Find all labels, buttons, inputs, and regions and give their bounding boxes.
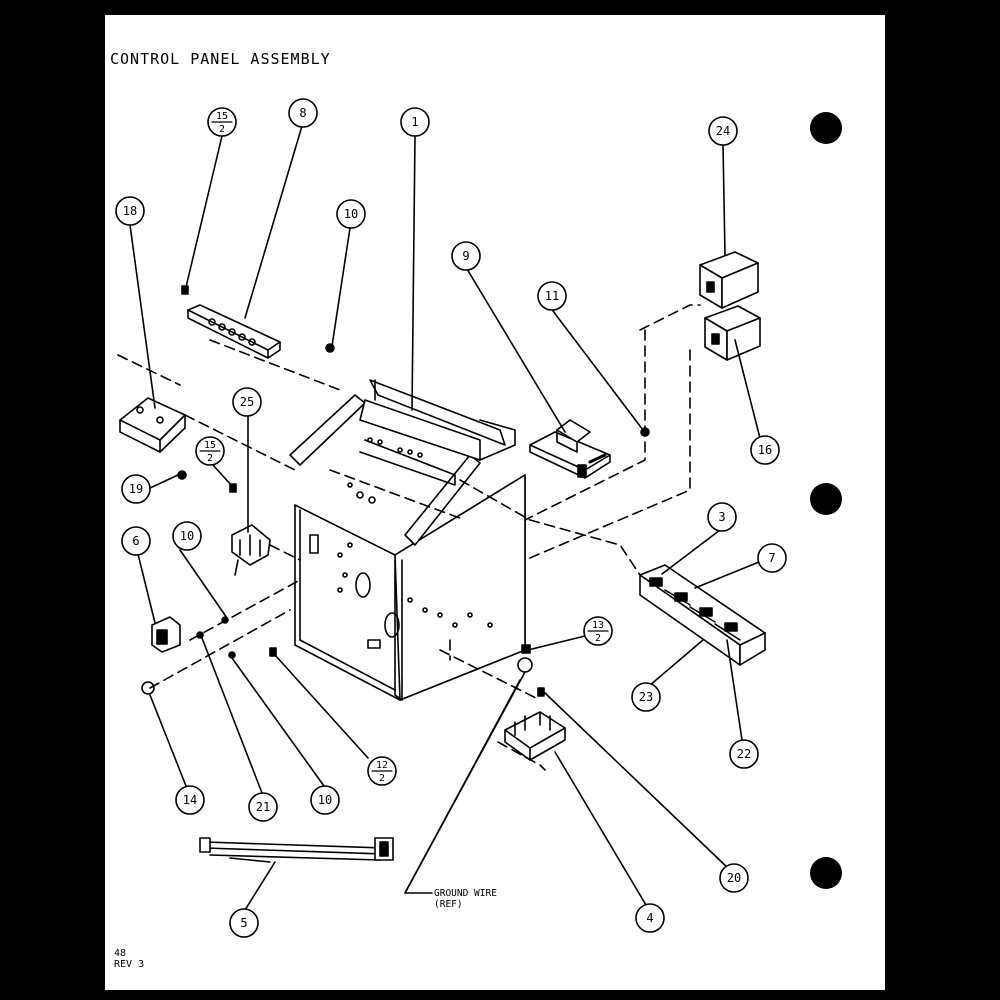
switch-bank [639, 564, 766, 666]
screw [269, 647, 277, 657]
callout-13-2: 13 2 [583, 616, 613, 646]
svg-text:3: 3 [718, 510, 725, 524]
nut [196, 631, 204, 639]
callout-6: 6 [121, 526, 151, 556]
svg-text:5: 5 [240, 916, 247, 930]
leader-lines [129, 125, 763, 911]
svg-text:4: 4 [646, 911, 653, 925]
callout-9: 9 [451, 241, 481, 271]
svg-text:1: 1 [411, 115, 418, 129]
binder-hole-bottom [810, 857, 842, 889]
binder-hole-middle [810, 483, 842, 515]
terminal-strip [187, 304, 281, 359]
callout-8: 8 [288, 98, 318, 128]
switch-block [231, 524, 271, 576]
callout-5: 5 [229, 908, 259, 938]
svg-text:21: 21 [256, 800, 270, 814]
callout-20: 20 [719, 863, 749, 893]
svg-text:11: 11 [545, 289, 559, 303]
svg-text:12: 12 [376, 760, 388, 771]
wire-harness [199, 837, 394, 863]
page-footer: 48 REV 3 [114, 948, 144, 970]
ground-wire-ref: (REF) [434, 899, 463, 910]
callout-15-2-top: 15 2 [207, 107, 237, 137]
callout-10-bottom: 10 [310, 785, 340, 815]
binder-hole-top [810, 112, 842, 144]
svg-text:7: 7 [768, 551, 775, 565]
svg-text:25: 25 [240, 395, 254, 409]
callout-4: 4 [635, 903, 665, 933]
relay-lower [704, 305, 761, 361]
screw [537, 687, 545, 697]
screw [181, 285, 189, 295]
callout-22: 22 [729, 739, 759, 769]
svg-text:20: 20 [727, 871, 741, 885]
svg-text:22: 22 [737, 747, 751, 761]
nut [177, 470, 187, 480]
callout-16: 16 [750, 435, 780, 465]
callout-18: 18 [115, 196, 145, 226]
rocker-switch [151, 616, 181, 653]
page-title: CONTROL PANEL ASSEMBLY [110, 50, 331, 68]
nut [228, 651, 236, 659]
assembly-lines [117, 304, 701, 771]
svg-text:2: 2 [379, 773, 385, 784]
callout-1: 1 [400, 107, 430, 137]
bracket [119, 397, 186, 453]
svg-text:2: 2 [595, 633, 601, 644]
callout-7: 7 [757, 543, 787, 573]
fraction-callouts: 15 2 15 2 13 2 12 2 [195, 107, 613, 786]
screw [229, 483, 237, 493]
svg-text:23: 23 [639, 690, 653, 704]
callout-14: 14 [175, 785, 205, 815]
callout-25: 25 [232, 387, 262, 417]
transformer [529, 419, 611, 479]
svg-text:13: 13 [592, 620, 604, 631]
svg-text:10: 10 [318, 793, 332, 807]
svg-text:10: 10 [180, 529, 194, 543]
callout-10-top: 10 [336, 199, 366, 229]
revision-label: REV 3 [114, 959, 145, 970]
svg-text:9: 9 [462, 249, 469, 263]
svg-text:6: 6 [132, 534, 139, 548]
relay-upper [699, 251, 759, 309]
callouts: 1 3 4 5 6 7 8 9 10 10 10 11 14 16 18 19 … [115, 98, 787, 938]
svg-text:19: 19 [129, 482, 143, 496]
ground-wire-label: GROUND WIRE [434, 888, 497, 899]
svg-text:18: 18 [123, 204, 137, 218]
svg-text:8: 8 [299, 106, 306, 120]
ground-washer [517, 657, 533, 673]
chassis-frame [289, 379, 526, 701]
svg-text:2: 2 [207, 453, 213, 464]
svg-text:2: 2 [219, 124, 225, 135]
svg-text:10: 10 [344, 207, 358, 221]
svg-text:16: 16 [758, 443, 772, 457]
ground-wire-note: GROUND WIRE (REF) [434, 888, 497, 910]
callout-24: 24 [708, 116, 738, 146]
svg-text:24: 24 [716, 124, 730, 138]
svg-text:15: 15 [216, 111, 228, 122]
page-number: 48 [114, 948, 127, 959]
callout-10-left: 10 [172, 521, 202, 551]
callout-3: 3 [707, 502, 737, 532]
svg-text:15: 15 [204, 440, 216, 451]
callout-15-2-mid: 15 2 [195, 436, 225, 466]
callout-12-2: 12 2 [367, 756, 397, 786]
grommet [141, 681, 155, 695]
terminal-block [504, 711, 566, 761]
callout-23: 23 [631, 682, 661, 712]
svg-text:14: 14 [183, 793, 197, 807]
callout-11: 11 [537, 281, 567, 311]
callout-19: 19 [121, 474, 151, 504]
callout-21: 21 [248, 792, 278, 822]
